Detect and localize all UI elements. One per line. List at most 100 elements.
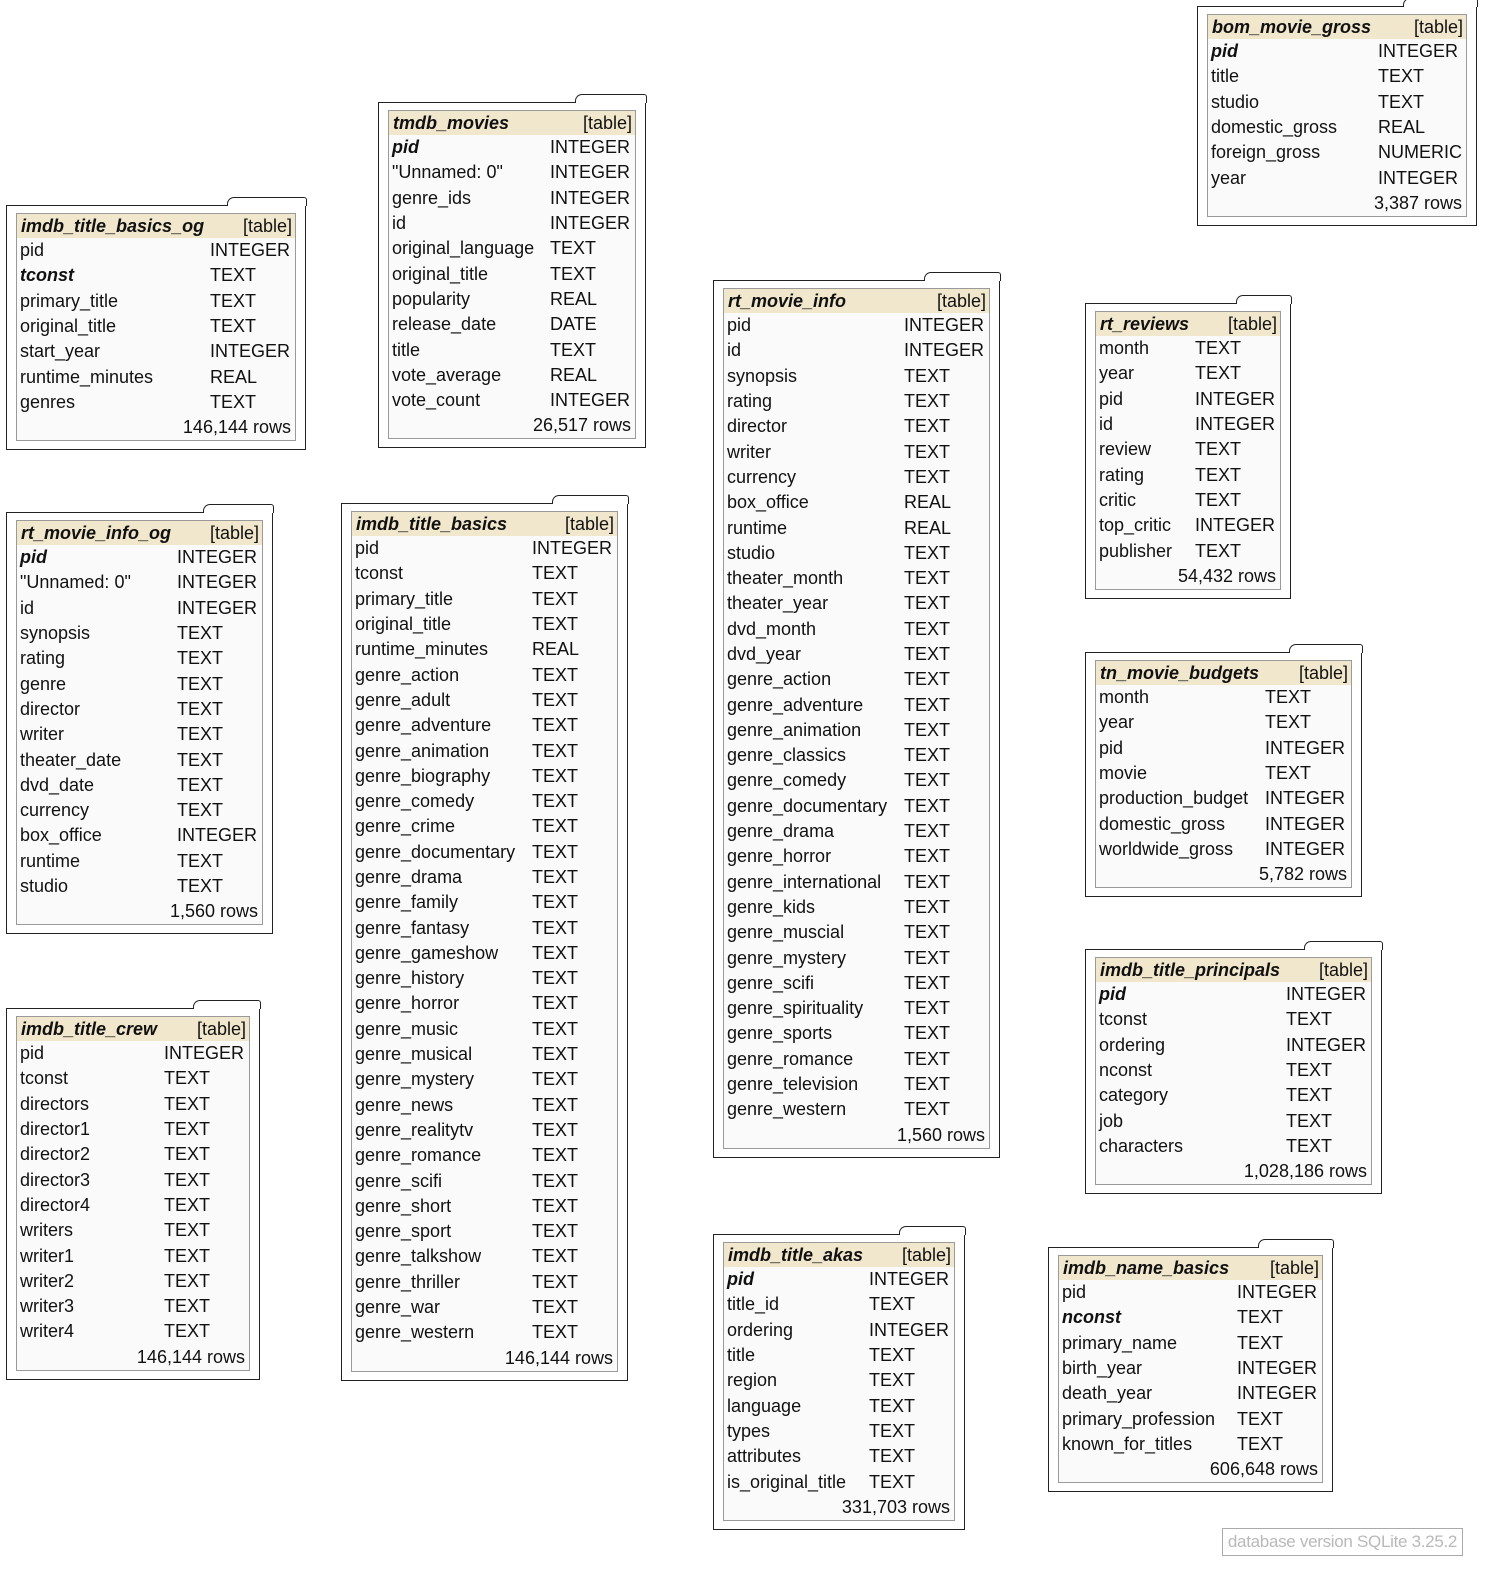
table-type-tag: [table]	[209, 522, 259, 543]
column-type: TEXT	[532, 689, 579, 710]
table-type-tag: [table]	[936, 290, 986, 311]
column-type: TEXT	[1286, 1060, 1333, 1081]
column-name: studio	[1211, 91, 1260, 112]
table-header: imdb_title_basics[table]	[352, 512, 617, 536]
column-type: TEXT	[532, 816, 579, 837]
column-name: studio	[727, 542, 776, 563]
column-type: TEXT	[210, 265, 257, 286]
table-header: imdb_title_principals[table]	[1096, 958, 1371, 982]
column-type: TEXT	[532, 993, 579, 1014]
primary-key-column-name: pid	[727, 1269, 754, 1290]
column-type: TEXT	[177, 648, 224, 669]
column-name: genre_crime	[355, 816, 456, 837]
column-type: TEXT	[1237, 1408, 1284, 1429]
table-type-tag: [table]	[242, 215, 292, 236]
column-name: genre_animation	[355, 740, 490, 761]
column-name: synopsis	[727, 365, 798, 386]
column-type: DATE	[550, 314, 597, 335]
column-type: TEXT	[904, 896, 951, 917]
column-name: theater_month	[727, 568, 844, 589]
column-type: TEXT	[904, 972, 951, 993]
column-name: genre_family	[355, 892, 459, 913]
column-name: primary_title	[355, 588, 454, 609]
column-name: synopsis	[20, 623, 91, 644]
column-type: INTEGER	[1265, 838, 1346, 859]
column-type: TEXT	[904, 441, 951, 462]
column-name: genre_action	[355, 664, 460, 685]
column-type: REAL	[550, 288, 598, 309]
column-type: INTEGER	[164, 1043, 245, 1064]
column-name: dvd_date	[20, 774, 95, 795]
column-name: tconst	[1099, 1009, 1148, 1030]
column-name: writers	[20, 1220, 73, 1241]
column-type: TEXT	[532, 942, 579, 963]
column-name: director2	[20, 1144, 91, 1165]
database-version-label: database version SQLite 3.25.2	[1222, 1528, 1463, 1556]
column-type: TEXT	[1195, 489, 1242, 510]
column-name: nconst	[1099, 1060, 1153, 1081]
column-type: REAL	[904, 517, 952, 538]
column-name: genre_romance	[355, 1145, 482, 1166]
column-name: month	[1099, 687, 1150, 708]
column-name: writer2	[20, 1270, 75, 1291]
column-type: TEXT	[532, 841, 579, 862]
column-type: TEXT	[164, 1194, 211, 1215]
column-name: runtime	[727, 517, 788, 538]
column-type: TEXT	[532, 892, 579, 913]
table-name: imdb_title_basics_og	[21, 215, 205, 236]
column-name: genre_scifi	[727, 972, 815, 993]
row-count: 146,144 rows	[504, 1347, 613, 1368]
column-type: TEXT	[164, 1068, 211, 1089]
column-type: TEXT	[1195, 338, 1242, 359]
column-name: genre_spirituality	[727, 998, 864, 1019]
column-type: TEXT	[177, 673, 224, 694]
column-name: top_critic	[1099, 515, 1172, 536]
table-name: imdb_title_crew	[21, 1018, 158, 1039]
column-type: TEXT	[532, 614, 579, 635]
column-name: is_original_title	[727, 1471, 847, 1492]
column-type: TEXT	[532, 791, 579, 812]
column-type: TEXT	[532, 1170, 579, 1191]
column-type: TEXT	[210, 290, 257, 311]
column-name: genre_sports	[727, 1023, 833, 1044]
